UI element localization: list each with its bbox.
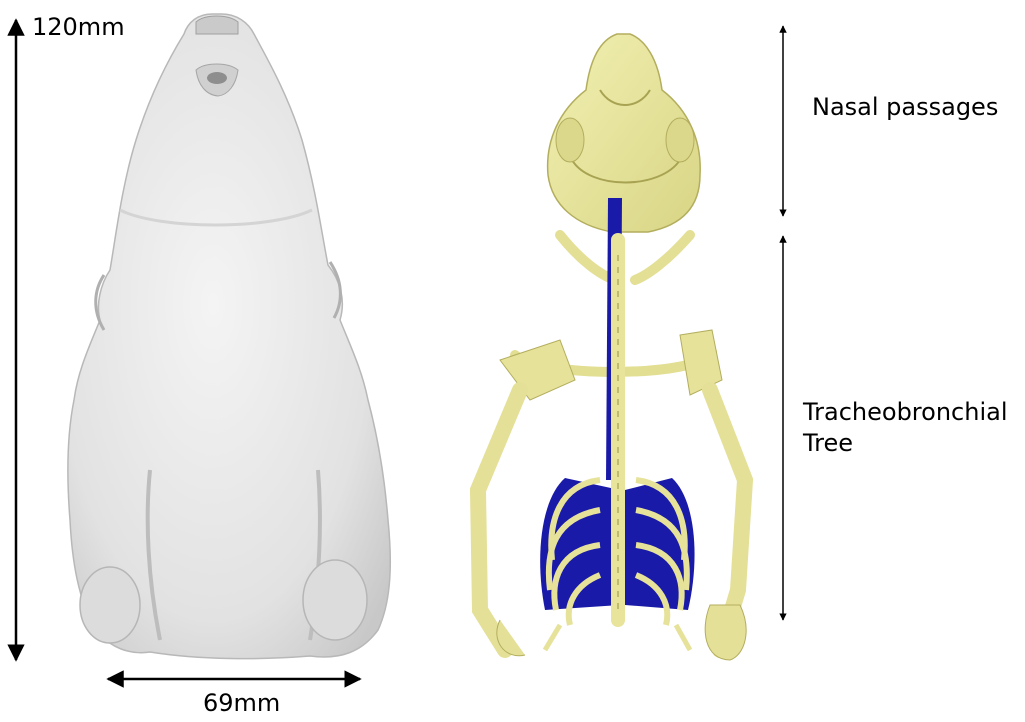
height-dimension-label: 120mm [32,12,125,43]
tracheobronchial-tree-label-line1: Tracheobronchial [803,397,1007,428]
width-dimension-label: 69mm [203,688,280,719]
tracheobronchial-tree-label: Tracheobronchial Tree [803,397,1007,459]
rodent-body-surface [68,14,390,659]
nasal-passages-label: Nasal passages [812,92,998,123]
tracheobronchial-tree-label-line2: Tree [803,428,1007,459]
